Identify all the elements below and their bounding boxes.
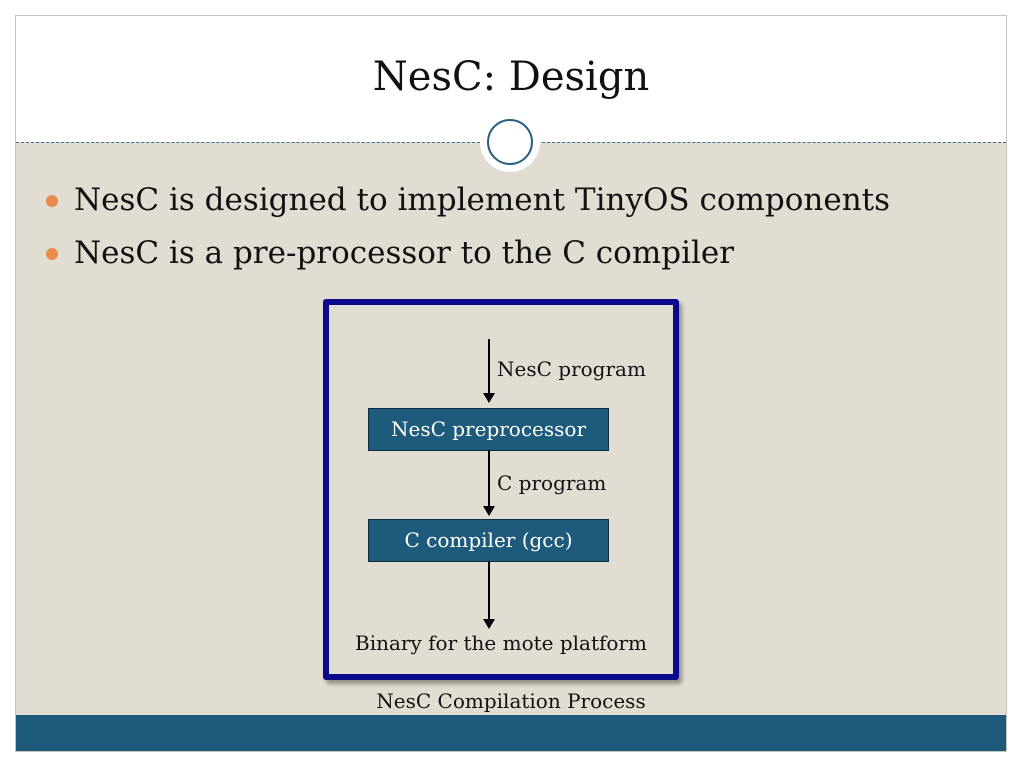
edge-label-c-program: C program — [497, 471, 607, 495]
arrow-head-icon — [483, 393, 495, 403]
bullet-list: NesC is designed to implement TinyOS com… — [44, 174, 994, 280]
arrow-head-icon — [483, 619, 495, 629]
edge-compiler-to-output — [488, 561, 490, 621]
edge-preprocessor-to-compiler — [488, 450, 490, 508]
bullet-text: NesC is designed to implement TinyOS com… — [74, 182, 891, 218]
diagram-frame: NesC program NesC preprocessor C program… — [323, 299, 679, 680]
output-label: Binary for the mote platform — [355, 631, 647, 655]
edge-input-to-preprocessor — [488, 339, 490, 395]
diagram-caption: NesC Compilation Process — [376, 689, 646, 713]
title-ornament-ring-icon — [487, 119, 533, 165]
node-nesc-preprocessor: NesC preprocessor — [368, 408, 609, 451]
edge-label-nesc-program: NesC program — [497, 357, 646, 381]
bullet-dot-icon — [46, 248, 58, 260]
bullet-item: NesC is designed to implement TinyOS com… — [44, 174, 994, 227]
footer-bar — [16, 715, 1006, 751]
bullet-text: NesC is a pre-processor to the C compile… — [74, 235, 735, 271]
bullet-item: NesC is a pre-processor to the C compile… — [44, 227, 994, 280]
slide-title: NesC: Design — [372, 54, 650, 100]
arrow-head-icon — [483, 506, 495, 516]
slide: NesC: Design NesC is designed to impleme… — [15, 15, 1007, 752]
bullet-dot-icon — [46, 195, 58, 207]
node-c-compiler: C compiler (gcc) — [368, 519, 609, 562]
